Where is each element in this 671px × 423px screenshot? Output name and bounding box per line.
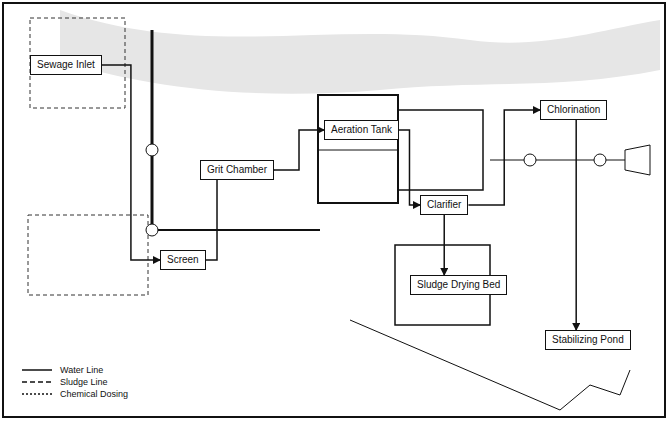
clarifier-tank <box>398 110 483 190</box>
box-label: Grit Chamber <box>207 164 267 176</box>
process-box: Grit Chamber <box>200 160 274 180</box>
box-label: Clarifier <box>427 199 461 211</box>
flow-connector <box>274 130 324 170</box>
pump-symbol <box>146 144 158 156</box>
process-box: Clarifier <box>420 195 468 215</box>
flow-connector <box>399 130 420 205</box>
box-label: Sludge Drying Bed <box>417 279 500 291</box>
main-pipe <box>151 30 154 230</box>
outfall-region <box>28 215 148 295</box>
pump-symbol <box>146 224 158 236</box>
watermark-shape <box>60 10 660 94</box>
box-label: Screen <box>167 254 199 266</box>
legend: Water LineSludge LineChemical Dosing <box>22 364 128 400</box>
drain-line <box>350 320 560 410</box>
legend-line-sample <box>22 378 52 386</box>
flow-connector <box>443 215 445 275</box>
main-pipe <box>152 229 320 231</box>
inlet-region <box>30 18 125 108</box>
legend-line-sample <box>22 390 52 398</box>
discharge-symbol <box>625 145 650 175</box>
process-box: Stabilizing Pond <box>545 330 631 350</box>
box-label: Chlorination <box>547 104 600 116</box>
process-box: Chlorination <box>540 100 607 120</box>
box-label: Sewage Inlet <box>37 59 95 71</box>
flow-connector <box>575 120 577 330</box>
valve-symbol <box>524 154 536 166</box>
flow-connector <box>468 110 540 205</box>
valve-symbol <box>594 154 606 166</box>
flow-connector <box>102 65 160 260</box>
flow-connector <box>160 170 274 260</box>
aeration-tank <box>318 95 398 203</box>
legend-row: Chemical Dosing <box>22 388 128 400</box>
legend-text: Chemical Dosing <box>60 389 128 399</box>
process-box: Screen <box>160 250 206 270</box>
pond-outline <box>560 370 630 410</box>
legend-text: Water Line <box>60 365 103 375</box>
legend-row: Water Line <box>22 364 128 376</box>
box-label: Aeration Tank <box>331 124 392 136</box>
box-label: Stabilizing Pond <box>552 334 624 346</box>
tank-divider <box>318 150 398 151</box>
process-box: Sewage Inlet <box>30 55 102 75</box>
process-box: Aeration Tank <box>324 120 399 140</box>
legend-line-sample <box>22 366 52 374</box>
process-box: Sludge Drying Bed <box>410 275 507 295</box>
legend-row: Sludge Line <box>22 376 128 388</box>
legend-text: Sludge Line <box>60 377 108 387</box>
